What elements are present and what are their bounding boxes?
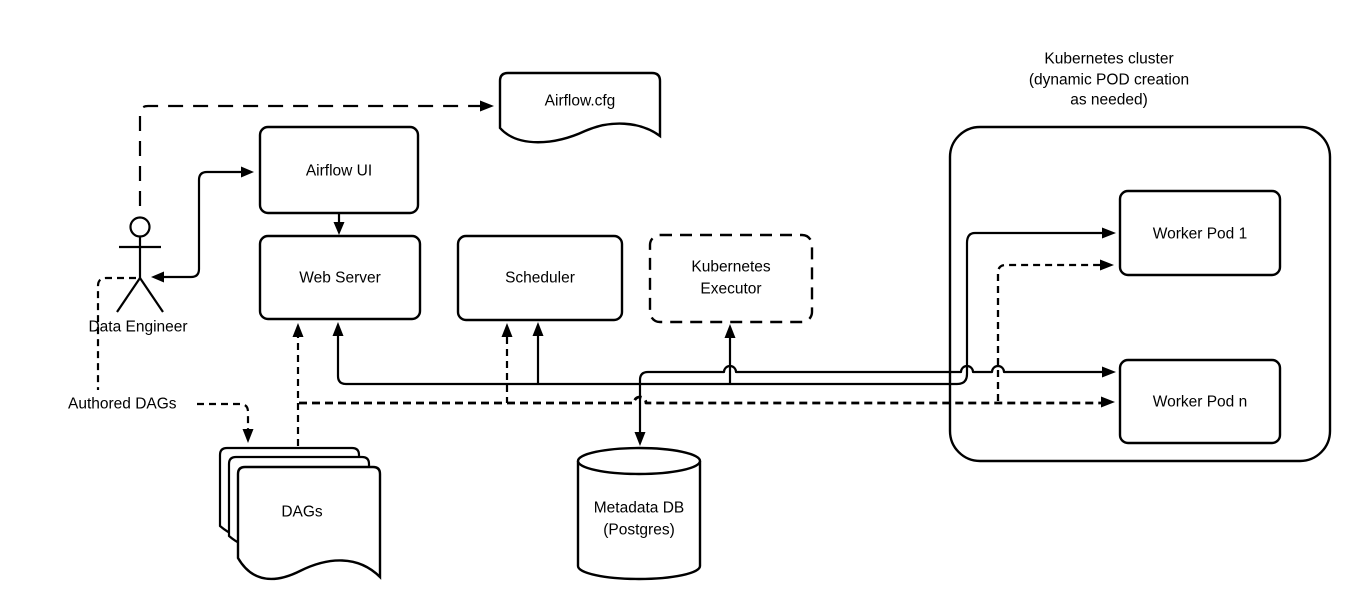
web-server-label: Web Server	[299, 270, 381, 287]
actor-legs	[116, 277, 164, 313]
airflow-ui-label: Airflow UI	[306, 163, 372, 180]
data-engineer-actor: Data Engineer	[88, 216, 188, 336]
kubernetes-cluster-label-line3: as needed)	[1070, 92, 1148, 109]
dags-label: DAGs	[281, 504, 323, 521]
scheduler-node: Scheduler	[456, 234, 624, 322]
edge-dags-to-scheduler	[501, 323, 513, 403]
actor-head	[129, 216, 151, 238]
edge-dags-to-workerpods	[299, 259, 1115, 408]
kubernetes-cluster-label-line1: Kubernetes cluster	[1044, 51, 1173, 68]
airflow-ui-node: Airflow UI	[258, 125, 420, 215]
kubernetes-cluster-container: Kubernetes cluster (dynamic POD creation…	[948, 51, 1332, 463]
edge-airflowui-to-webserver	[333, 213, 345, 235]
edge-engineer-to-airflowcfg	[138, 100, 494, 206]
edge-solid-bus	[332, 227, 1116, 446]
kubernetes-executor-label-line2: Executor	[700, 281, 761, 298]
worker-pod-n-label: Worker Pod n	[1153, 394, 1247, 411]
worker-pod-n-node: Worker Pod n	[1118, 358, 1282, 445]
kubernetes-executor-label-line1: Kubernetes	[691, 259, 771, 276]
airflow-cfg-document: Airflow.cfg	[498, 71, 662, 144]
metadata-db-cylinder: Metadata DB (Postgres)	[576, 446, 702, 581]
kubernetes-cluster-label-line2: (dynamic POD creation	[1029, 72, 1189, 89]
metadata-db-label-line2: (Postgres)	[603, 522, 675, 539]
worker-pod-1-label: Worker Pod 1	[1153, 226, 1247, 243]
edge-engineer-airflowui	[151, 166, 254, 283]
worker-pod-1-node: Worker Pod 1	[1118, 189, 1282, 277]
kubernetes-executor-node: Kubernetes Executor	[648, 233, 814, 324]
edge-engineer-authored-dags	[96, 276, 254, 443]
web-server-node: Web Server	[258, 234, 422, 321]
airflow-cfg-label: Airflow.cfg	[545, 93, 616, 110]
authored-dags-edge-label: Authored DAGs	[68, 396, 177, 413]
dags-document-stack: DAGs	[218, 446, 382, 581]
edge-dags-to-webserver	[292, 323, 304, 446]
data-engineer-label: Data Engineer	[88, 319, 187, 336]
metadata-db-label-line1: Metadata DB	[594, 500, 684, 517]
scheduler-label: Scheduler	[505, 270, 575, 287]
